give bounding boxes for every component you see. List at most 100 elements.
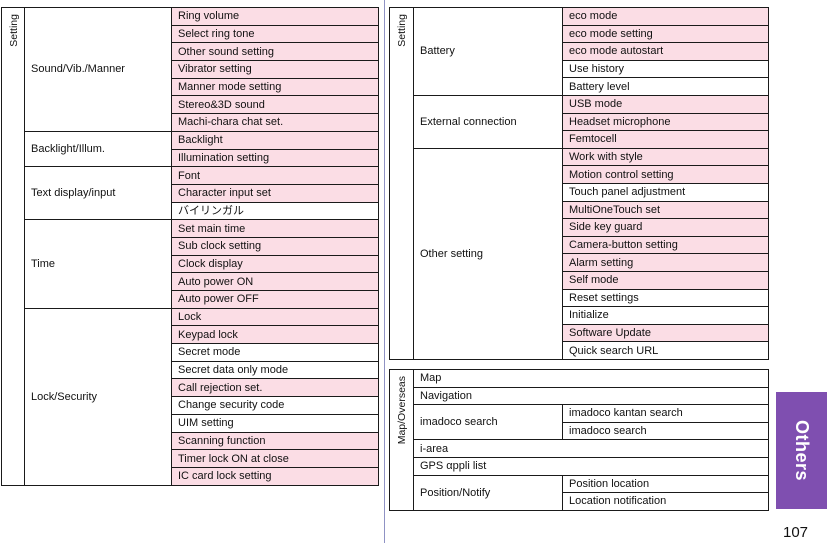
menu-item: Location notification	[562, 492, 769, 511]
menu-row: eco mode autostart	[390, 42, 769, 61]
menu-row: Initialize	[390, 306, 769, 325]
menu-item: バイリンガル	[171, 201, 379, 221]
group-label: imadoco search	[413, 404, 563, 441]
group-label: GPS αppli list	[413, 456, 769, 476]
menu-row: Secret data only mode	[2, 360, 379, 380]
menu-row: Machi-chara chat set.	[2, 113, 379, 132]
menu-row: Illumination setting	[2, 148, 379, 168]
menu-item: Change security code	[171, 396, 379, 415]
menu-item: Camera-button setting	[562, 235, 769, 255]
menu-item: USB mode	[562, 94, 769, 114]
menu-item: Backlight	[171, 130, 379, 150]
menu-item: Battery level	[562, 77, 769, 96]
menu-row: Character input set	[2, 183, 379, 203]
menu-item: Clock display	[171, 254, 379, 274]
menu-item: Illumination setting	[171, 148, 379, 168]
menu-row: GPS αppli list	[390, 456, 769, 476]
menu-row: Side key guard	[390, 218, 769, 237]
menu-item: Stereo&3D sound	[171, 95, 379, 115]
menu-row: Touch panel adjustment	[390, 182, 769, 202]
menu-item: Machi-chara chat set.	[171, 113, 379, 132]
menu-item: Lock	[171, 307, 379, 327]
group-label: Lock/Security	[24, 307, 172, 486]
group-label: i-area	[413, 439, 769, 458]
group-label: Navigation	[413, 386, 769, 406]
others-tab-label: Others	[792, 419, 812, 482]
menu-row: Self mode	[390, 270, 769, 290]
group-label: Time	[24, 219, 172, 309]
menu-item: Select ring tone	[171, 24, 379, 44]
menu-row: Quick search URL	[390, 341, 769, 360]
group-label: Battery	[413, 7, 563, 96]
menu-item: UIM setting	[171, 413, 379, 433]
menu-item: MultiOneTouch set	[562, 200, 769, 220]
page-divider	[384, 0, 385, 543]
menu-row: Stereo&3D sound	[2, 95, 379, 115]
menu-item: Software Update	[562, 323, 769, 343]
menu-item: Manner mode setting	[171, 77, 379, 97]
menu-row: Alarm setting	[390, 253, 769, 272]
menu-row: Select ring tone	[2, 24, 379, 44]
group-label: Map	[413, 369, 769, 388]
menu-item: Font	[171, 166, 379, 185]
menu-item: Other sound setting	[171, 42, 379, 62]
group-label: Backlight/Illum.	[24, 130, 172, 168]
menu-row: Auto power OFF	[2, 290, 379, 309]
menu-row: バイリンガル	[2, 201, 379, 221]
menu-row: i-area	[390, 439, 769, 458]
menu-item: Auto power ON	[171, 272, 379, 291]
group-label: Other setting	[413, 147, 563, 360]
menu-item: Character input set	[171, 183, 379, 203]
menu-item: Call rejection set.	[171, 378, 379, 398]
menu-row: Navigation	[390, 386, 769, 406]
menu-item: Set main time	[171, 219, 379, 238]
group-label: Sound/Vib./Manner	[24, 7, 172, 132]
menu-row: Timer lock ON at close	[2, 449, 379, 468]
others-side-tab: Others	[776, 392, 827, 509]
menu-item: Keypad lock	[171, 325, 379, 345]
menu-row: Keypad lock	[2, 325, 379, 345]
menu-row: Clock display	[2, 254, 379, 274]
menu-row: Auto power ON	[2, 272, 379, 291]
menu-item: Reset settings	[562, 288, 769, 308]
menu-item: eco mode	[562, 7, 769, 26]
menu-item: eco mode setting	[562, 24, 769, 44]
group-label: Position/Notify	[413, 474, 563, 511]
menu-item: eco mode autostart	[562, 42, 769, 61]
menu-item: Sub clock setting	[171, 236, 379, 256]
menu-row: UIM setting	[2, 413, 379, 433]
menu-item: Timer lock ON at close	[171, 449, 379, 468]
menu-item: Position location	[562, 474, 769, 494]
menu-item: imadoco kantan search	[562, 404, 769, 423]
menu-item: Quick search URL	[562, 341, 769, 360]
section-header: Map/Overseas	[389, 369, 414, 511]
menu-item: Touch panel adjustment	[562, 182, 769, 202]
group-label: Text display/input	[24, 166, 172, 221]
section-header: Setting	[1, 7, 25, 486]
section-header: Setting	[389, 7, 414, 360]
menu-item: Work with style	[562, 147, 769, 167]
menu-item: Headset microphone	[562, 112, 769, 132]
menu-item: Secret mode	[171, 343, 379, 362]
menu-item: imadoco search	[562, 421, 769, 441]
menu-item: IC card lock setting	[171, 466, 379, 486]
section-header-label: Setting	[396, 14, 408, 47]
menu-item: Vibrator setting	[171, 60, 379, 79]
menu-item: Use history	[562, 59, 769, 79]
menu-item: Self mode	[562, 270, 769, 290]
menu-row: Location notification	[390, 492, 769, 511]
menu-row: Battery level	[390, 77, 769, 96]
section-header-label: Setting	[8, 14, 20, 47]
